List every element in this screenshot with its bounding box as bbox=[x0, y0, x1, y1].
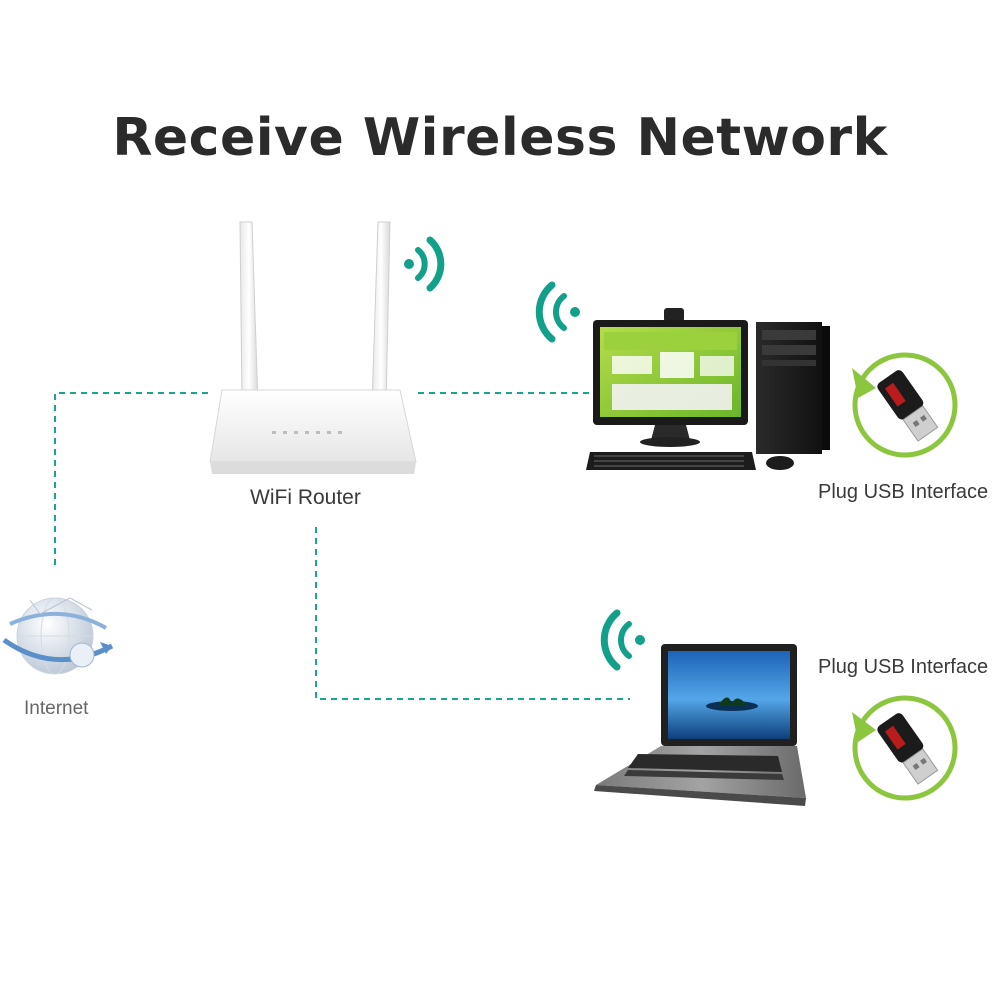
connection-lines bbox=[54, 392, 630, 700]
internet-label: Internet bbox=[24, 698, 89, 719]
link-router-laptop bbox=[315, 527, 630, 700]
globe-icon bbox=[2, 597, 114, 675]
diagram-title: Receive Wireless Network bbox=[112, 108, 888, 168]
desktop-pc-icon bbox=[586, 308, 830, 470]
usb-desktop-label: Plug USB Interface bbox=[818, 481, 989, 503]
wifi-signal-icon bbox=[404, 236, 445, 292]
wifi-signal-icon bbox=[600, 609, 645, 671]
router-label: WiFi Router bbox=[250, 486, 361, 509]
usb-laptop-label: Plug USB Interface bbox=[818, 656, 989, 678]
link-internet-router bbox=[54, 392, 210, 565]
router-icon bbox=[209, 221, 417, 474]
usb-adapter-icon bbox=[852, 695, 958, 801]
laptop-icon bbox=[594, 644, 806, 806]
wifi-signal-icon bbox=[535, 281, 580, 343]
usb-adapter-icon bbox=[852, 352, 958, 458]
